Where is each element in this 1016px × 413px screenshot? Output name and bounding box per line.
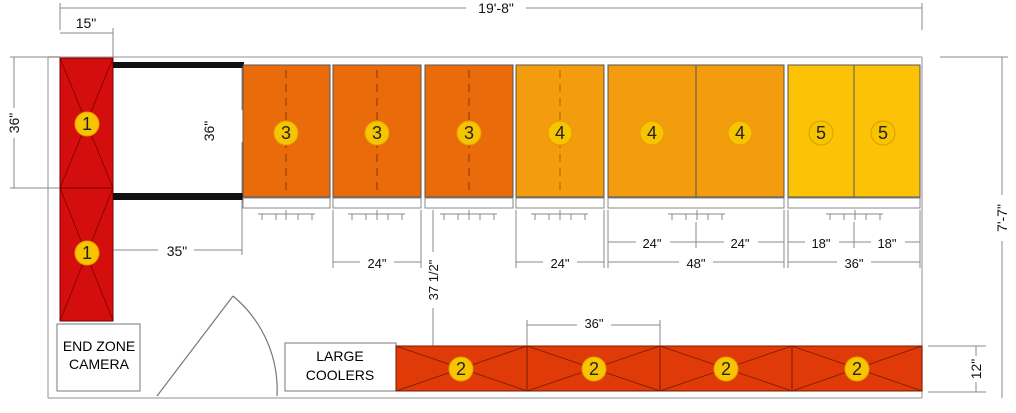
pair5-total-width-label: 36": [844, 256, 863, 271]
badge-cab3-a: 3: [273, 120, 299, 146]
svg-text:3: 3: [281, 123, 291, 143]
svg-text:4: 4: [555, 123, 565, 143]
room-outline: [47, 56, 923, 399]
end-zone-camera-box: [56, 323, 141, 392]
overall-height-label: 7'-7": [994, 204, 1010, 232]
badge-cab4-a: 4: [547, 120, 573, 146]
svg-text:4: 4: [735, 123, 745, 143]
cabinet-hardware: [258, 210, 883, 220]
badge-bottom-b: 2: [581, 356, 607, 382]
upper-cabinet-3a: [242, 64, 331, 198]
coolers-label-line1: LARGE: [316, 348, 363, 364]
svg-text:5: 5: [878, 123, 888, 143]
pair4-right-width-label: 24": [730, 236, 749, 251]
cabinet-base-plates: [242, 197, 921, 209]
badge-cab3-c: 3: [456, 120, 482, 146]
svg-text:2: 2: [721, 359, 731, 379]
upper-dimension-label-bgs: [360, 235, 905, 270]
badge-bottom-a: 2: [448, 356, 474, 382]
left-width-dimension: [60, 28, 114, 57]
badge-cab5-a: 5: [808, 120, 834, 146]
badge-cab4-c: 4: [727, 120, 753, 146]
badge-left-bottom: 1: [74, 240, 100, 266]
aisle-label: 37 1/2": [426, 259, 441, 300]
pair4-total-width-label: 48": [686, 256, 705, 271]
left-width-label: 15": [76, 15, 97, 31]
end-zone-label-line2: CAMERA: [69, 356, 130, 372]
unit-badges: 1 1 3 3 3 4 4 4: [74, 111, 896, 382]
badge-left-top: 1: [74, 111, 100, 137]
svg-text:5: 5: [816, 123, 826, 143]
badge-bottom-c: 2: [713, 356, 739, 382]
badge-cab5-b: 5: [870, 120, 896, 146]
cab3-width-label: 24": [367, 256, 386, 271]
svg-text:2: 2: [456, 359, 466, 379]
shelving-rails: [113, 62, 244, 200]
badge-bottom-d: 2: [844, 356, 870, 382]
badge-cab3-b: 3: [364, 120, 390, 146]
svg-text:2: 2: [589, 359, 599, 379]
svg-text:3: 3: [372, 123, 382, 143]
cab4-width-label: 24": [550, 256, 569, 271]
gap-label: 35": [167, 243, 188, 259]
coolers-label-line2: COOLERS: [306, 367, 374, 383]
large-coolers-box: [284, 342, 397, 392]
opening-height-label: 36": [201, 121, 217, 142]
badge-cab4-b: 4: [639, 120, 665, 146]
bottom-depth-label: 12": [968, 359, 984, 380]
bottom-unit-label: 36": [584, 316, 603, 331]
door-swing: [156, 295, 278, 397]
overall-width-label: 19'-8": [478, 0, 514, 16]
pair4-left-width-label: 24": [642, 236, 661, 251]
svg-text:4: 4: [647, 123, 657, 143]
left-height-label: 36": [6, 113, 22, 134]
svg-text:2: 2: [852, 359, 862, 379]
end-zone-label-line1: END ZONE: [63, 338, 135, 354]
pair5-left-width-label: 18": [811, 236, 830, 251]
pair5-right-width-label: 18": [877, 236, 896, 251]
svg-text:1: 1: [82, 114, 92, 134]
svg-text:3: 3: [464, 123, 474, 143]
upper-cabinet-5a: [787, 64, 855, 198]
svg-text:1: 1: [82, 243, 92, 263]
